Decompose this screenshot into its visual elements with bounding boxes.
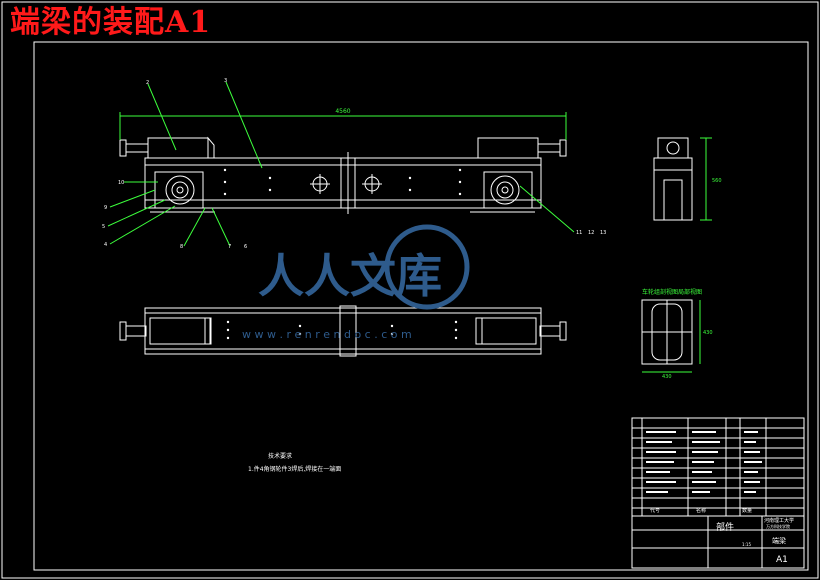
watermark-text: 人人文库 xyxy=(258,249,442,303)
side-height-dimension: 560 xyxy=(712,178,722,184)
callout-7: 7 xyxy=(228,244,231,250)
top-view xyxy=(119,305,567,357)
sheet-size: A1 xyxy=(776,555,788,565)
callout-8: 8 xyxy=(180,244,183,250)
front-view xyxy=(119,136,567,214)
tech-notes-heading: 技术要求 xyxy=(268,452,292,460)
callout-6: 6 xyxy=(244,244,247,250)
part-label: 部件 xyxy=(716,521,734,533)
scale-value: 1:15 xyxy=(742,542,751,547)
callout-4: 4 xyxy=(104,242,107,248)
section-dimensions xyxy=(642,300,701,373)
col-code-label: 代号 xyxy=(650,507,660,514)
section-width-dimension: 430 xyxy=(662,374,672,380)
leader-lines xyxy=(107,81,575,247)
inner-frame xyxy=(33,41,809,571)
callout-numbers: 2 3 10 9 5 4 8 7 6 11 12 13 xyxy=(102,78,606,250)
drawing-title: 端梁的装配A1 xyxy=(10,5,212,40)
parts-list-entries xyxy=(646,431,762,493)
section-height-dimension: 430 xyxy=(703,330,713,336)
callout-3: 3 xyxy=(224,78,227,84)
callout-5: 5 xyxy=(102,224,105,230)
overall-dimension-label: 4560 xyxy=(335,108,350,115)
callout-10: 10 xyxy=(118,180,124,186)
callout-9: 9 xyxy=(104,205,107,211)
tech-notes-line1: 1.件4角钢轮件3焊后,焊接在一端面 xyxy=(248,465,341,473)
school-name: 河南理工大学 xyxy=(764,517,794,524)
watermark: 人人文库 w w w . r e n r e n d o c . c o m xyxy=(242,224,470,341)
section-view xyxy=(641,299,693,365)
watermark-url: w w w . r e n r e n d o c . c o m xyxy=(242,328,412,341)
section-caption: 车轮组剖视图局部视图 xyxy=(642,288,702,296)
side-view xyxy=(653,137,693,221)
part-name: 端梁 xyxy=(772,536,786,545)
col-qty-label: 数量 xyxy=(742,507,752,514)
callout-13: 13 xyxy=(600,230,606,236)
callout-12: 12 xyxy=(588,230,594,236)
title-block xyxy=(631,417,805,569)
front-dimension xyxy=(119,112,567,140)
col-name-label: 名称 xyxy=(696,507,706,514)
callout-2: 2 xyxy=(146,80,149,86)
side-dimension xyxy=(700,137,712,221)
school-subtitle: 万方科技学院 xyxy=(766,523,790,529)
callout-11: 11 xyxy=(576,230,582,236)
